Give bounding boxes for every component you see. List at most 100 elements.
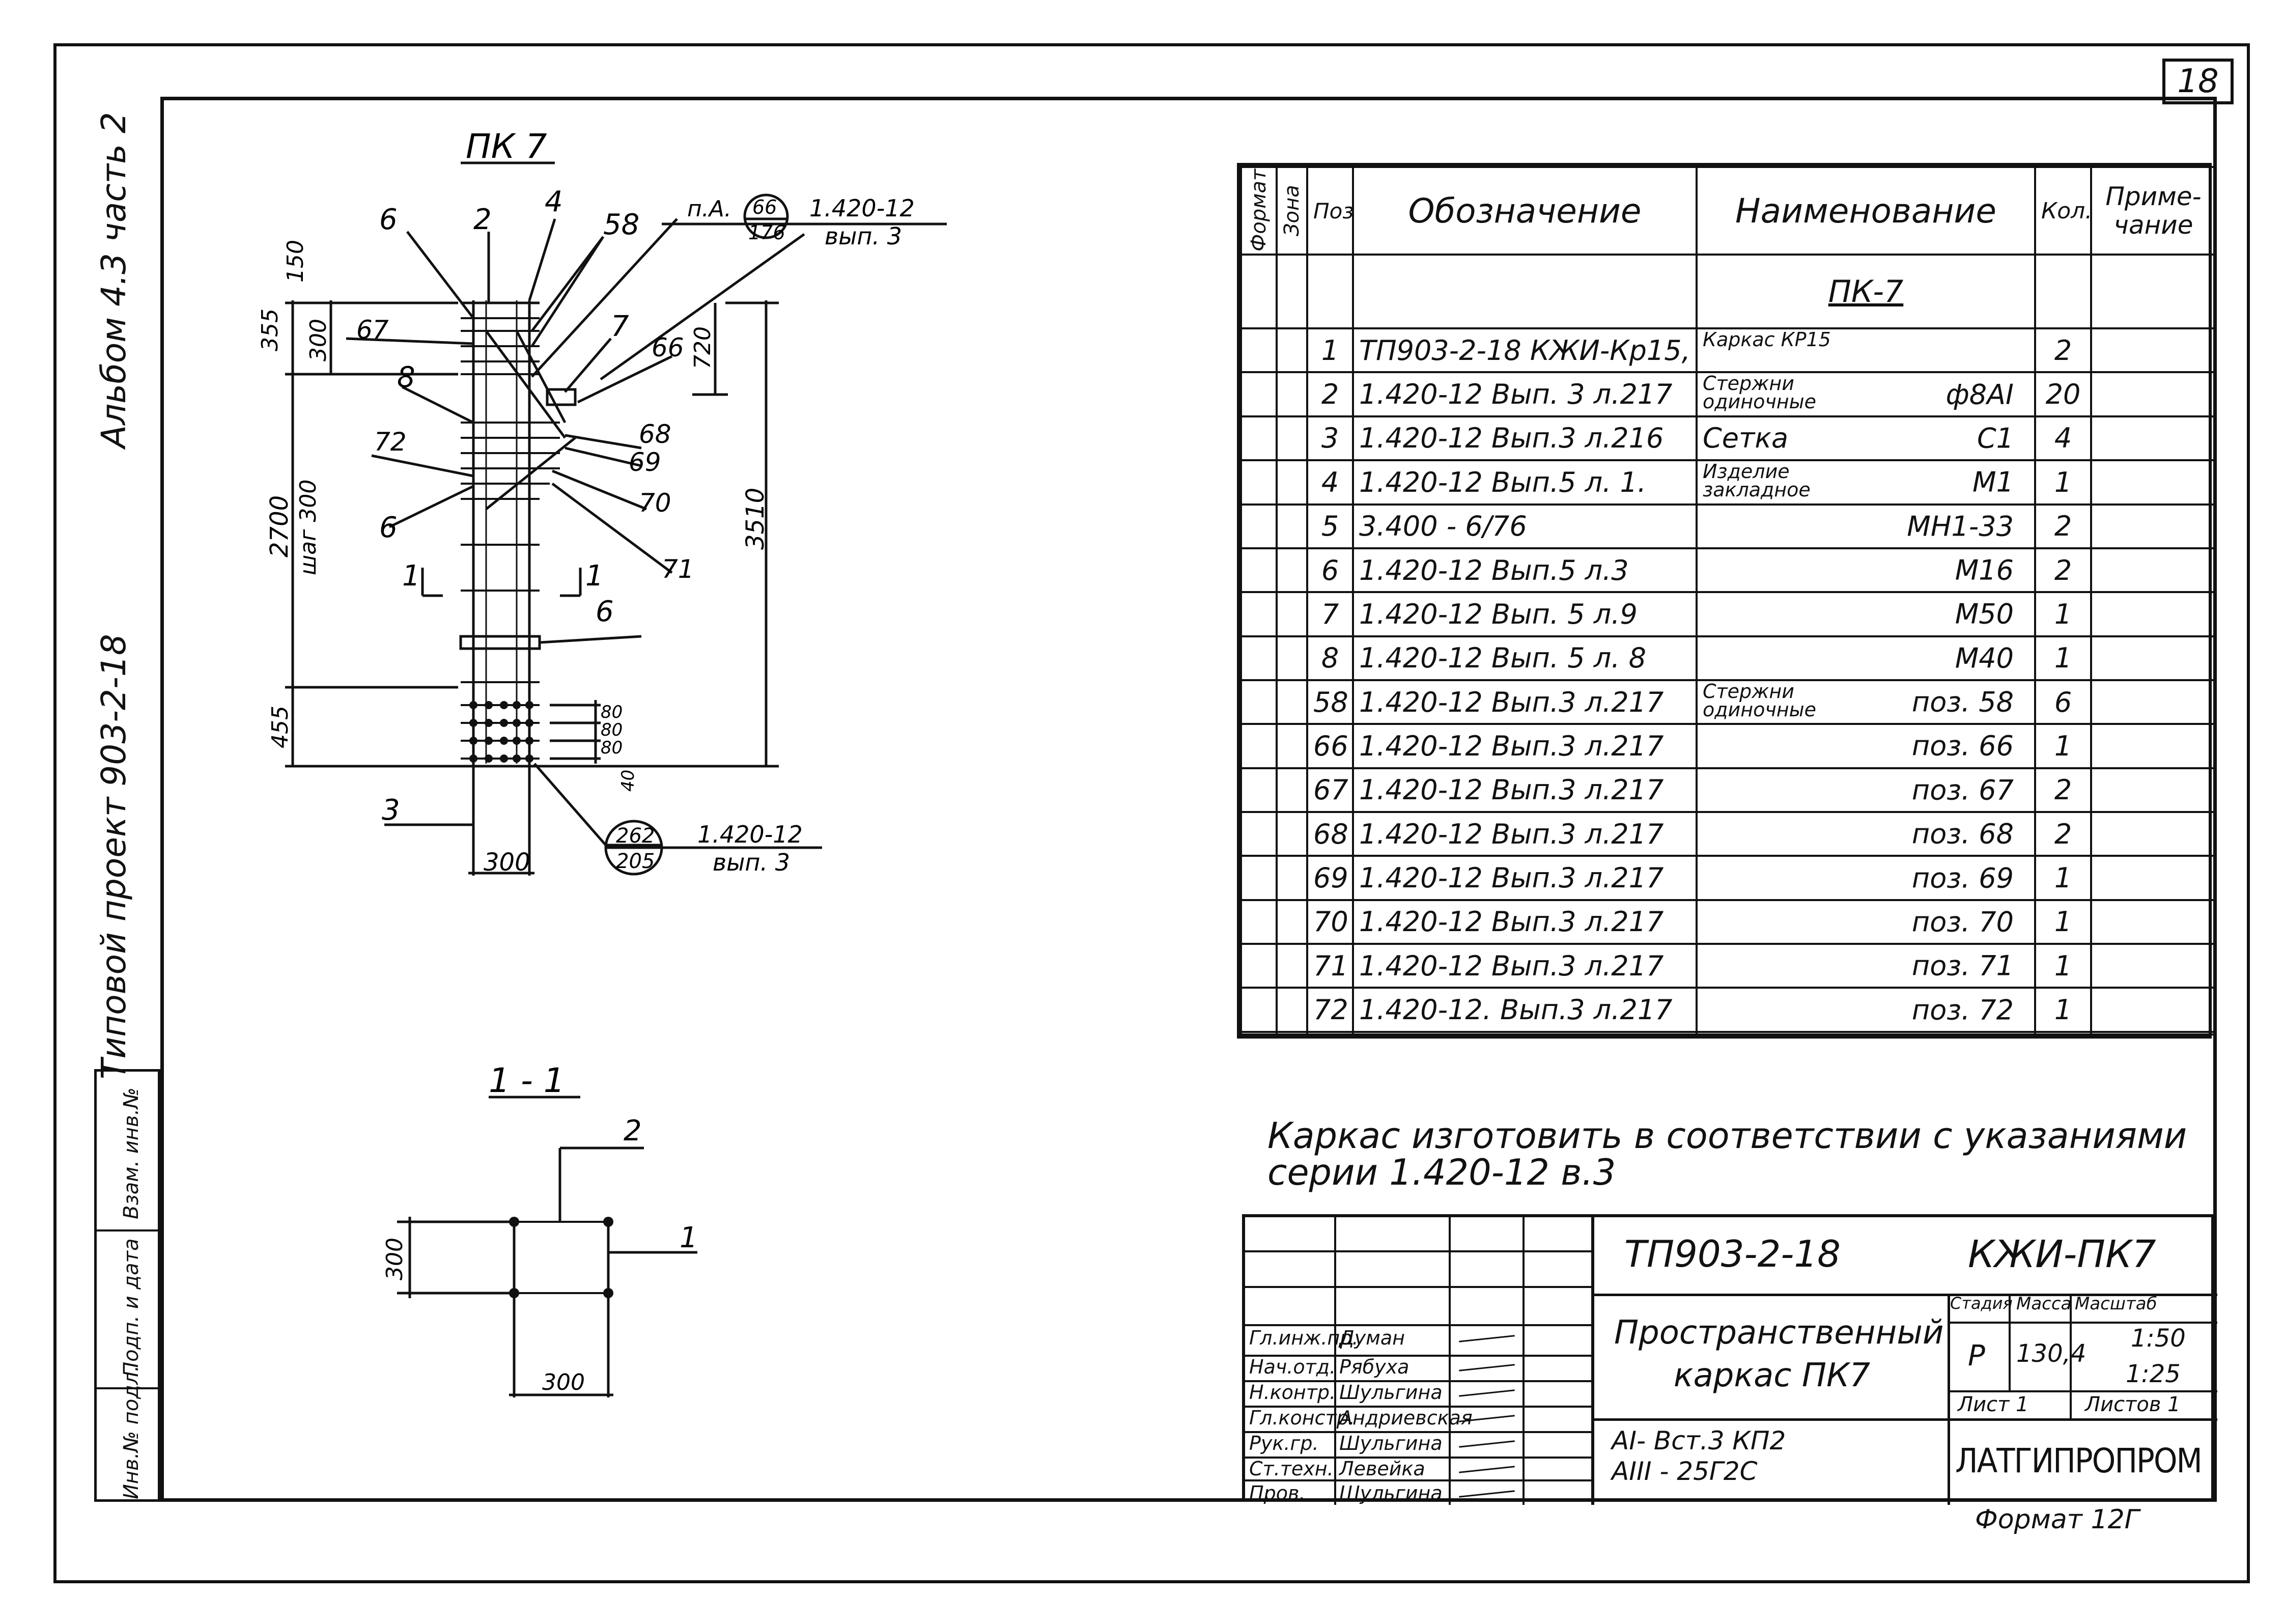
dim-2700: 2700	[265, 495, 294, 557]
cell-zone	[1276, 547, 1308, 594]
cell-designation: 1.420-12 Вып.3 л.217	[1352, 855, 1698, 901]
callout-6c: 6	[596, 595, 614, 628]
cell-format	[1240, 899, 1278, 945]
group-title: ПК-7	[1696, 253, 2036, 330]
signature-scribble	[1459, 1364, 1515, 1371]
callout-7: 7	[611, 310, 629, 343]
cell-note	[2090, 371, 2217, 417]
cell-note	[2090, 767, 2217, 814]
cell-name: М40	[1696, 635, 2036, 681]
header-pos: Поз.	[1306, 166, 1354, 256]
cell-format	[1240, 811, 1278, 857]
cell-designation: 1.420-12 Вып. 3 л.217	[1352, 371, 1698, 417]
cell-name-mark: М50	[1955, 598, 2014, 630]
cell-name-primary: Каркас КР15	[1703, 328, 1831, 351]
cut-mark-right: 1	[585, 559, 604, 593]
cell-name: Каркас КР15	[1696, 327, 2036, 374]
signer-name: Шульгина	[1339, 1432, 1443, 1454]
header-zone: Зона	[1277, 167, 1307, 255]
cell-designation: 1.420-12 Вып.3 л.216	[1352, 415, 1698, 462]
cell-zone	[1276, 371, 1308, 417]
cell-qty: 2	[2034, 811, 2092, 857]
cell-pos: 8	[1306, 635, 1354, 681]
section-dim-h: 300	[542, 1369, 585, 1395]
cell-designation: 1.420-12 Вып.3 л.217	[1352, 767, 1698, 814]
cell-format	[1240, 503, 1278, 549]
callout-67: 67	[356, 315, 389, 345]
header-qty: Кол.	[2034, 166, 2092, 256]
cell-zone	[1276, 943, 1308, 989]
cell-name-mark: М16	[1955, 554, 2014, 586]
cell-note	[2090, 723, 2217, 769]
tb-organization: ЛАТГИПРОПРОМ	[1955, 1441, 2203, 1480]
cell-qty: 1	[2034, 899, 2092, 945]
cell-name-mark: поз. 58	[1911, 686, 2014, 718]
signer-role: Н.контр.	[1249, 1381, 1336, 1404]
cell-name: поз. 70	[1696, 899, 2036, 945]
dim-150: 150	[283, 240, 308, 283]
tb-stage: Р	[1968, 1339, 1985, 1373]
title-block: ТП903-2-18 КЖИ-ПК7 Пространственный карк…	[1242, 1214, 2217, 1505]
header-format: Формат	[1241, 167, 1277, 255]
cell-designation: 1.420-12 Вып. 5 л. 8	[1352, 635, 1698, 681]
cell-note	[2090, 503, 2217, 549]
cell-format	[1240, 679, 1278, 725]
cell-pos: 4	[1306, 459, 1354, 506]
callout-70: 70	[639, 488, 671, 518]
cell-note	[2090, 459, 2217, 506]
section-callout-1: 1	[680, 1221, 698, 1254]
cell-name-primary: Стержни одиночные	[1703, 372, 1816, 413]
tb-code: КЖИ-ПК7	[1968, 1233, 2156, 1276]
callout-6a: 6	[379, 203, 398, 236]
dim-720: 720	[690, 326, 716, 369]
cell-zone	[1276, 855, 1308, 901]
callout-6b: 6	[379, 511, 398, 544]
cell-pos: 7	[1306, 591, 1354, 637]
tb-materials-2: АIII - 25Г2С	[1612, 1457, 1758, 1486]
signer-name: Шульгина	[1339, 1482, 1443, 1504]
cell-note	[2090, 679, 2217, 725]
cell-format	[1240, 855, 1278, 901]
cell-zone	[1276, 327, 1308, 374]
cell-zone	[1276, 503, 1308, 549]
cell-designation: 1.420-12 Вып.3 л.217	[1352, 811, 1698, 857]
cell-note	[2090, 811, 2217, 857]
signer-role: Ст.техн.	[1249, 1458, 1334, 1480]
cell-format	[1240, 547, 1278, 594]
dim-80b: 80	[601, 720, 623, 740]
cell-note	[2090, 855, 2217, 901]
signer-name: Думан	[1339, 1327, 1405, 1349]
cell-pos: 72	[1306, 987, 1354, 1033]
main-view-title: ПК 7	[466, 127, 547, 166]
side-stamp: Инв.№ подл. Подп. и дата Взам. инв.№	[94, 1069, 160, 1502]
spec-empty-row	[1240, 1030, 2217, 1036]
cell-name-mark: поз. 69	[1911, 862, 2014, 894]
tb-scale-1: 1:50	[2131, 1324, 2186, 1353]
specification-table: Формат Зона Поз. Обозначение Наименовани…	[1237, 163, 2217, 1039]
cell-name: поз. 68	[1696, 811, 2036, 857]
tb-mass-label: Масса	[2016, 1294, 2072, 1314]
cell-zone	[1276, 459, 1308, 506]
cell-format	[1240, 415, 1278, 462]
cell-pos: 6	[1306, 547, 1354, 594]
tb-sheet: Лист 1	[1958, 1393, 2029, 1416]
signature-scribble	[1459, 1389, 1515, 1397]
cell-name-primary: Сетка	[1703, 422, 1789, 454]
cell-name-mark: поз. 68	[1911, 818, 2014, 850]
cell-name: М50	[1696, 591, 2036, 637]
cell-designation: 1.420-12 Вып.3 л.217	[1352, 723, 1698, 769]
note-line-2: серии 1.420-12 в.3	[1267, 1152, 1616, 1193]
ref-top-prefix: п.А.	[687, 196, 731, 222]
cell-zone	[1276, 591, 1308, 637]
dim-80c: 80	[601, 738, 623, 758]
cell-zone	[1276, 679, 1308, 725]
cell-format	[1240, 371, 1278, 417]
